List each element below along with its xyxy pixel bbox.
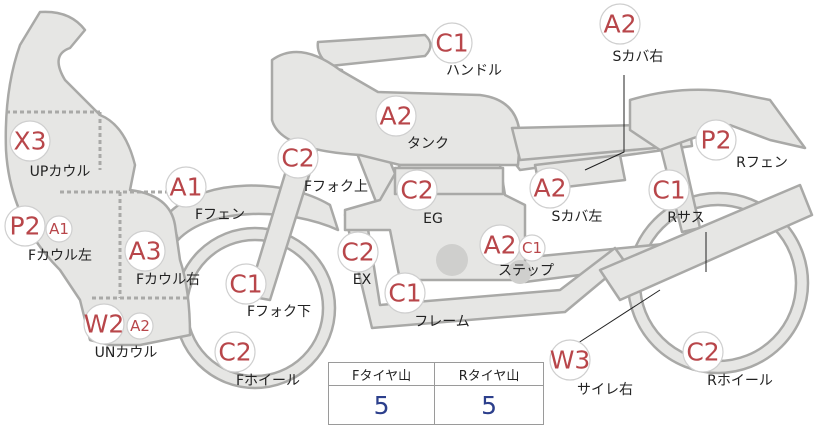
- handle-bar-shape: [316, 33, 432, 68]
- grade-rear-suspension: C1: [652, 176, 685, 205]
- grade-front-wheel: C2: [218, 338, 251, 367]
- label-exhaust: EX: [353, 272, 372, 288]
- label-fork-lower: Fフォク下: [247, 304, 311, 320]
- step-dot: [508, 260, 532, 284]
- badge-engine[interactable]: C2 EG: [396, 169, 443, 227]
- badge-cowl-right[interactable]: A3 Fカウル右: [124, 230, 200, 288]
- label-engine: EG: [423, 211, 443, 227]
- label-tank: タンク: [407, 136, 449, 152]
- badge-rear-wheel[interactable]: C2 Rホイール: [682, 331, 773, 389]
- grade-front-fender: A1: [169, 173, 202, 202]
- badge-front-fender[interactable]: A1 Fフェン: [165, 166, 245, 223]
- grade-under-cowl: W2: [84, 310, 125, 339]
- label-up-cowl: UPカウル: [30, 164, 91, 180]
- subgrade-cowl-left: A1: [49, 220, 69, 238]
- label-handle: ハンドル: [446, 63, 502, 79]
- badge-fork-lower[interactable]: C1 Fフォク下: [225, 263, 311, 320]
- front-tread-header: Fタイヤ山: [327, 362, 436, 386]
- badge-fork-upper[interactable]: C2 Fフォク上: [277, 137, 368, 195]
- label-rear-wheel: Rホイール: [707, 373, 773, 389]
- badge-front-wheel[interactable]: C2 Fホイール: [214, 331, 300, 389]
- rear-tread-header: Rタイヤ山: [434, 362, 544, 386]
- grade-frame: C1: [388, 279, 421, 308]
- rear-tread-value: 5: [434, 385, 544, 425]
- tread-header-row: Fタイヤ山 Rタイヤ山: [327, 362, 544, 386]
- grade-rear-wheel: C2: [686, 338, 719, 367]
- badge-side-cover-l[interactable]: A2 Sカバ左: [529, 167, 603, 225]
- grade-step: A2: [483, 231, 516, 260]
- grade-cowl-left: P2: [10, 212, 41, 241]
- grade-exhaust: C2: [341, 238, 374, 267]
- badge-rear-suspension[interactable]: C1 Rサス: [648, 169, 705, 226]
- badge-rear-fender[interactable]: P2 Rフェン: [695, 119, 788, 171]
- label-under-cowl: UNカウル: [95, 345, 158, 361]
- grade-fork-lower: C1: [229, 270, 262, 299]
- badge-side-cover-r[interactable]: A2 Sカバ右: [599, 3, 664, 65]
- badge-up-cowl[interactable]: X3 UPカウル: [9, 120, 91, 180]
- label-cowl-right: Fカウル右: [136, 272, 200, 288]
- grade-silencer-r: W3: [550, 346, 591, 375]
- label-side-cover-r: Sカバ右: [613, 49, 664, 65]
- label-fork-upper: Fフォク上: [304, 179, 368, 195]
- grade-engine: C2: [400, 176, 433, 205]
- badge-under-cowl[interactable]: W2 A2 UNカウル: [83, 303, 158, 361]
- label-step: ステップ: [498, 263, 554, 279]
- badge-silencer-r[interactable]: W3 サイレ右: [549, 339, 633, 398]
- badge-frame[interactable]: C1 フレーム: [384, 272, 470, 330]
- label-silencer-r: サイレ右: [577, 382, 633, 398]
- leader-lines: [574, 75, 707, 346]
- grade-fork-upper: C2: [281, 144, 314, 173]
- badge-exhaust[interactable]: C2 EX: [337, 231, 379, 288]
- tire-tread-table: Fタイヤ山 Rタイヤ山 5 5: [327, 362, 544, 425]
- grade-rear-fender: P2: [701, 126, 732, 155]
- grade-side-cover-r: A2: [603, 10, 636, 39]
- front-tread-value: 5: [327, 385, 436, 425]
- badge-tank[interactable]: A2 タンク: [375, 95, 449, 152]
- label-rear-fender: Rフェン: [736, 155, 788, 171]
- grade-tank: A2: [379, 102, 412, 131]
- badge-step[interactable]: A2 C1 ステップ: [479, 224, 554, 279]
- leader-side-cover-r: [584, 75, 625, 171]
- leader-silencer: [574, 289, 661, 346]
- subgrade-under-cowl: A2: [130, 317, 150, 335]
- label-cowl-left: Fカウル左: [28, 248, 92, 264]
- subgrade-step: C1: [522, 239, 542, 257]
- label-frame: フレーム: [414, 314, 470, 330]
- label-front-fender: Fフェン: [195, 207, 245, 223]
- grade-side-cover-l: A2: [533, 174, 566, 203]
- badge-cowl-left[interactable]: P2 A1 Fカウル左: [4, 205, 92, 264]
- label-side-cover-l: Sカバ左: [552, 209, 603, 225]
- tread-value-row: 5 5: [327, 385, 544, 425]
- label-front-wheel: Fホイール: [236, 373, 300, 389]
- label-rear-suspension: Rサス: [667, 210, 704, 226]
- engine-cover-dot: [436, 244, 468, 276]
- grade-handle: C1: [435, 29, 468, 58]
- grade-up-cowl: X3: [13, 127, 46, 156]
- badge-handle[interactable]: C1 ハンドル: [431, 22, 502, 79]
- grade-cowl-right: A3: [128, 237, 161, 266]
